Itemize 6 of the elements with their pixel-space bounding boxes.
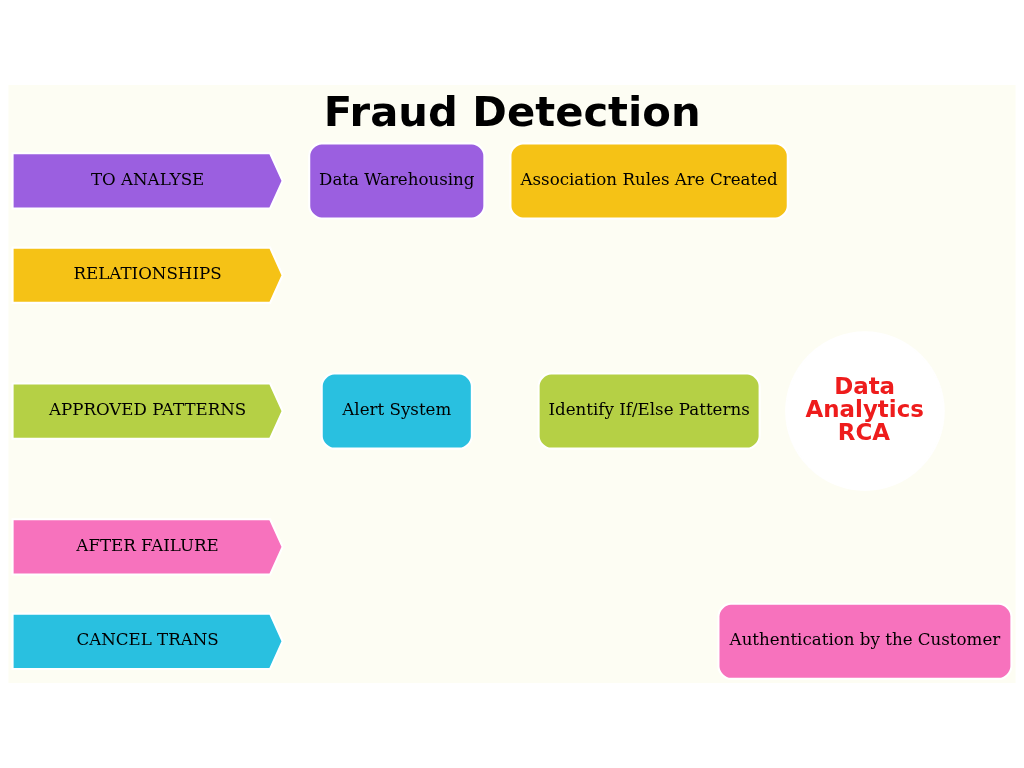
node-box: Alert System	[320, 372, 473, 450]
node-box: Authentication by the Customer	[717, 602, 1013, 680]
diagram-title: Fraud Detection	[323, 86, 701, 136]
node-box: Association Rules Are Created	[509, 142, 789, 220]
node-box: Identify If/Else Patterns	[537, 372, 761, 450]
node-box: Data Warehousing	[308, 142, 486, 220]
